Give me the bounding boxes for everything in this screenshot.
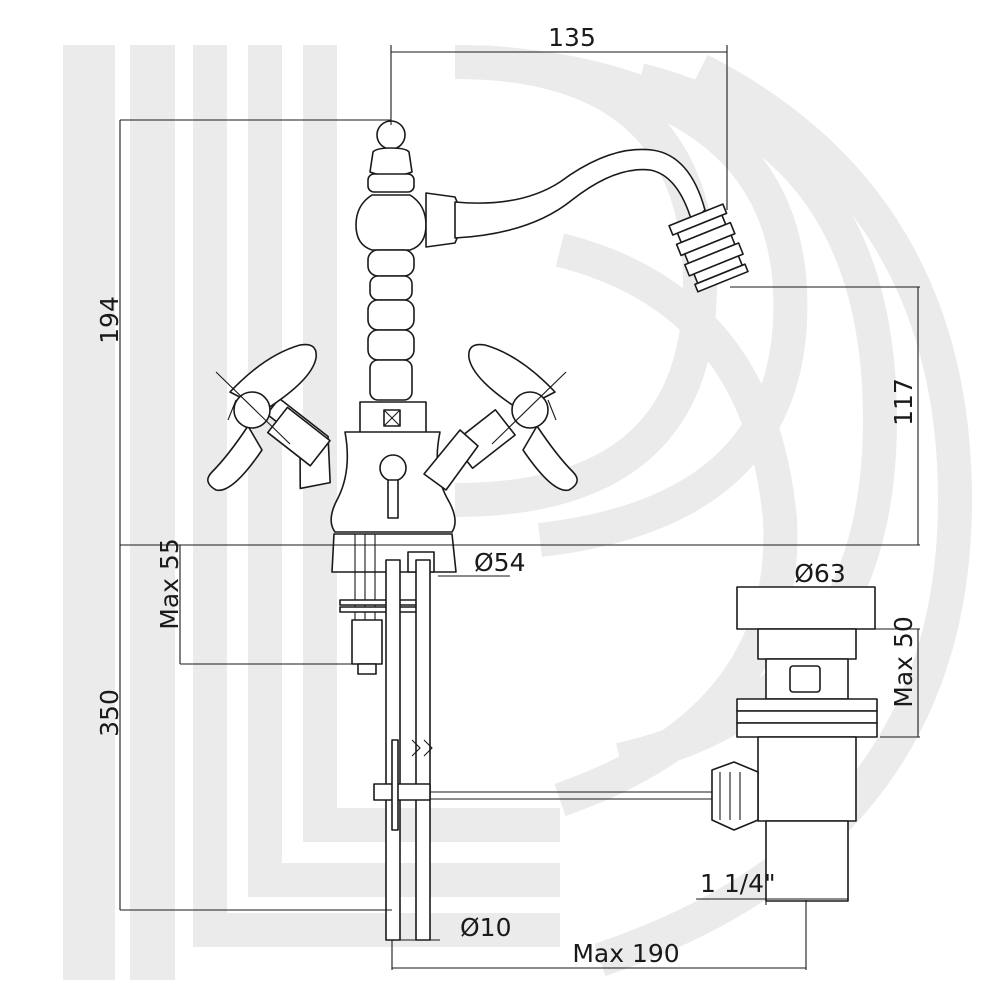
dim-max-waste-height: Max 50 xyxy=(889,616,918,707)
mounting-hardware xyxy=(339,534,712,941)
dim-waste-thread: 1 1/4" xyxy=(700,869,776,898)
dimension-labels: 135 194 117 Max 55 Ø54 Ø63 Max 50 350 1 … xyxy=(95,23,918,968)
dim-max-pull-rod: Max 190 xyxy=(572,939,679,968)
left-cross-handle xyxy=(207,343,331,492)
dim-spout-reach: 135 xyxy=(548,23,596,52)
faucet-body xyxy=(330,120,462,573)
dimension-lines xyxy=(119,45,920,970)
right-cross-handle xyxy=(423,343,578,492)
dim-spout-height: 117 xyxy=(889,378,918,426)
pop-up-waste xyxy=(711,586,878,902)
dim-base-diameter: Ø54 xyxy=(474,548,526,577)
spout xyxy=(454,148,749,293)
dim-flexible-length: 350 xyxy=(95,689,124,737)
dim-hose-diameter: Ø10 xyxy=(460,913,512,942)
dim-overall-height: 194 xyxy=(95,296,124,344)
dim-max-deck-thickness: Max 55 xyxy=(155,538,184,629)
dim-waste-diameter: Ø63 xyxy=(794,559,846,588)
